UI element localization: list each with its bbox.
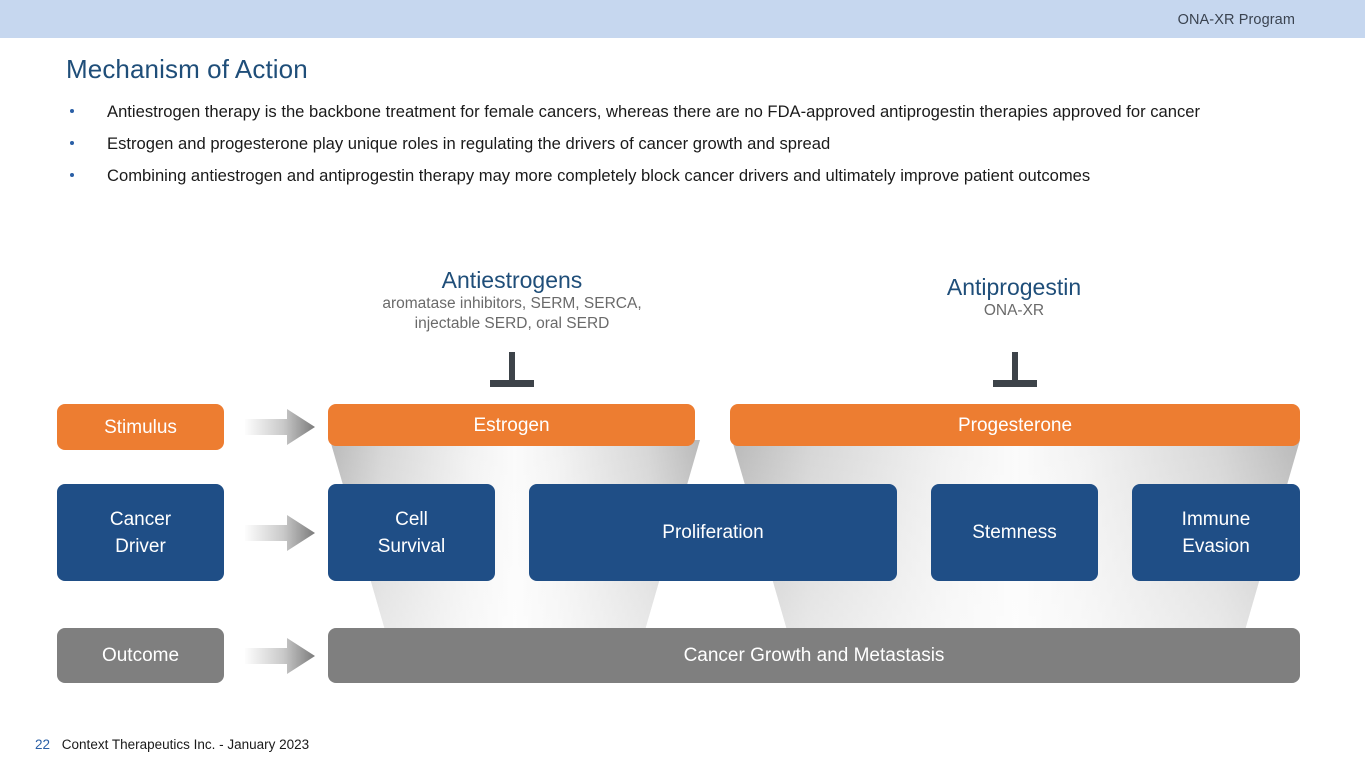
box-label: Immune Evasion — [1181, 508, 1251, 557]
box-label: Cancer Growth and Metastasis — [683, 645, 945, 666]
drug-detail-line: aromatase inhibitors, SERM, SERCA, — [382, 295, 642, 312]
driver-stemness: Stemness — [931, 484, 1098, 581]
bullet-dot-icon — [70, 109, 74, 113]
bullet-text: Combining antiestrogen and antiprogestin… — [107, 166, 1091, 185]
footer: 22 Context Therapeutics Inc. - January 2… — [35, 737, 309, 752]
drug-title: Antiestrogens — [441, 267, 583, 293]
box-label: Progesterone — [957, 414, 1073, 436]
driver-cell-survival: Cell Survival — [328, 484, 495, 581]
drug-group-antiestrogens: Antiestrogens aromatase inhibitors, SERM… — [312, 266, 712, 334]
inhibitor-symbol-icon — [490, 352, 534, 388]
row-label-stimulus: Stimulus — [57, 404, 224, 450]
footer-text: Context Therapeutics Inc. - January 2023 — [61, 737, 310, 752]
row-label-text: Outcome — [101, 645, 180, 666]
row-label-text: Cancer Driver — [109, 508, 172, 557]
outcome-cancer-growth-metastasis: Cancer Growth and Metastasis — [328, 628, 1300, 683]
arrow-stimulus-icon — [245, 408, 315, 446]
bullet-text: Estrogen and progesterone play unique ro… — [107, 134, 831, 153]
stimulus-estrogen: Estrogen — [328, 404, 695, 446]
row-label-cancer-driver: Cancer Driver — [57, 484, 224, 581]
bullet-item: Combining antiestrogen and antiprogestin… — [62, 164, 1302, 188]
page-title: Mechanism of Action — [66, 54, 308, 84]
box-label: Stemness — [972, 522, 1057, 543]
arrow-outcome-icon — [245, 637, 315, 675]
bullet-dot-icon — [70, 141, 74, 145]
program-label: ONA-XR Program — [1177, 12, 1295, 28]
bullet-dot-icon — [70, 173, 74, 177]
inhibitor-symbol-icon — [993, 352, 1037, 388]
drug-detail-line: ONA-XR — [983, 302, 1045, 319]
drug-title: Antiprogestin — [946, 274, 1082, 300]
row-label-outcome: Outcome — [57, 628, 224, 683]
stimulus-progesterone: Progesterone — [730, 404, 1300, 446]
box-label: Cell Survival — [377, 508, 446, 557]
bullet-list: Antiestrogen therapy is the backbone tre… — [62, 100, 1302, 196]
bullet-item: Estrogen and progesterone play unique ro… — [62, 132, 1302, 156]
bullet-item: Antiestrogen therapy is the backbone tre… — [62, 100, 1302, 124]
page-number: 22 — [35, 737, 51, 752]
drug-detail-line: injectable SERD, oral SERD — [414, 315, 610, 332]
driver-immune-evasion: Immune Evasion — [1132, 484, 1300, 581]
bullet-text: Antiestrogen therapy is the backbone tre… — [107, 102, 1201, 121]
drug-group-antiprogestin: Antiprogestin ONA-XR — [814, 273, 1214, 321]
driver-proliferation: Proliferation — [529, 484, 897, 581]
row-label-text: Stimulus — [104, 416, 177, 438]
box-label: Proliferation — [662, 522, 764, 543]
box-label: Estrogen — [473, 414, 550, 436]
header-band: ONA-XR Program — [0, 0, 1365, 38]
arrow-cancer-driver-icon — [245, 514, 315, 552]
